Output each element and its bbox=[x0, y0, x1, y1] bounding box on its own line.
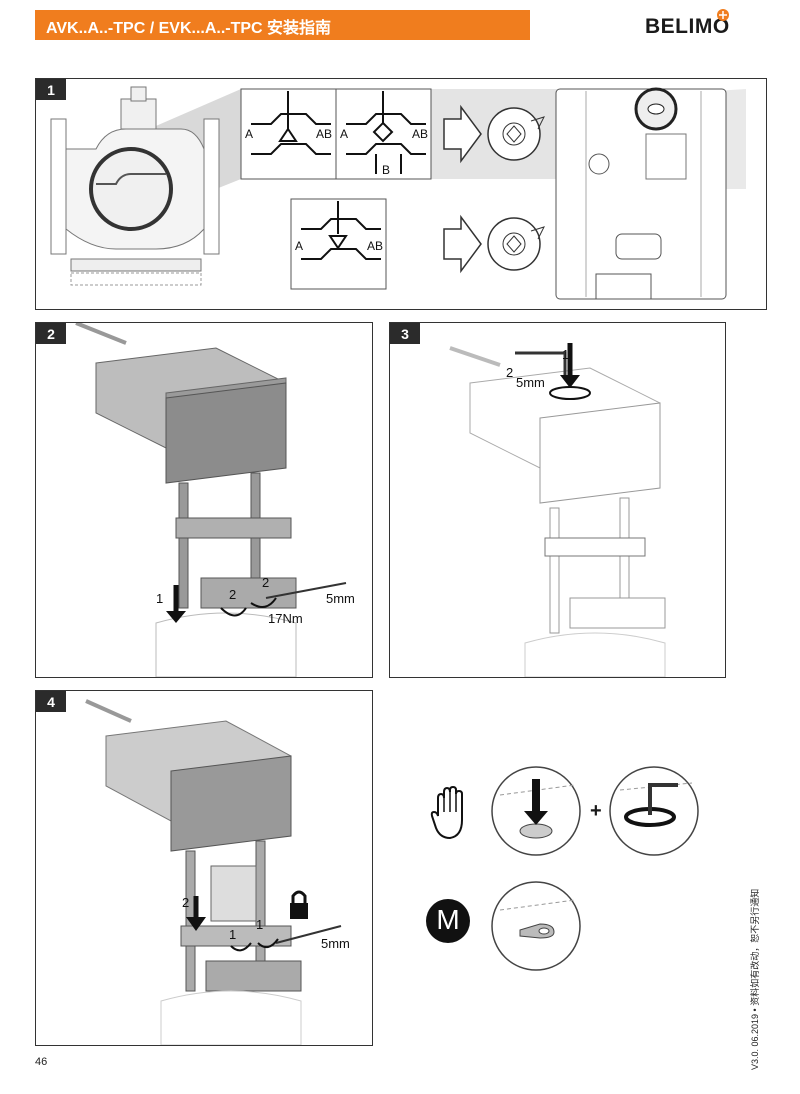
actuator-locking-illustration bbox=[85, 699, 342, 1045]
hand-icon bbox=[430, 786, 463, 840]
wrench-size-label: 5mm bbox=[516, 375, 545, 390]
actuator-mounting-illustration bbox=[75, 323, 347, 677]
port-ab-label: AB bbox=[412, 127, 429, 141]
push-button-detail bbox=[491, 766, 581, 856]
version-notice: V3.0. 06.2019 • 资料如有改动，恕不另行通知 bbox=[750, 888, 760, 1070]
step-marker-label: 1 bbox=[256, 917, 264, 932]
step-marker-label: 1 bbox=[562, 347, 570, 362]
port-a-label: A bbox=[295, 239, 304, 253]
step-marker-label: 2 bbox=[506, 365, 514, 380]
page-number: 46 bbox=[35, 1056, 48, 1068]
step-number-badge: 3 bbox=[390, 323, 420, 344]
released-button-detail bbox=[491, 881, 581, 971]
panel-step-2: 2 1 2 2 17Nm 5mm bbox=[35, 322, 373, 678]
port-b-label: B bbox=[382, 163, 391, 177]
step-marker-label: 2 bbox=[182, 895, 190, 910]
page-title: AVK..A..-TPC / EVK...A..-TPC 安装指南 bbox=[46, 20, 332, 37]
manual-mode-m-label: M bbox=[436, 904, 460, 935]
port-ab-label: AB bbox=[367, 239, 384, 253]
port-a-label: A bbox=[340, 127, 349, 141]
hex-key-rotate-detail bbox=[609, 766, 699, 856]
brand-logo: BELIMO bbox=[645, 15, 730, 38]
panel-step-1: 1 A AB A AB B A AB bbox=[35, 78, 767, 310]
manual-mode-m-icon bbox=[426, 899, 470, 943]
panel-step-3: 3 1 2 5mm bbox=[389, 322, 726, 678]
valve-variant-diagram bbox=[50, 86, 746, 300]
manual-override-illustration bbox=[449, 343, 666, 677]
step-number-badge: 4 bbox=[36, 691, 66, 712]
header-bar bbox=[35, 10, 530, 40]
step-marker-label: 1 bbox=[229, 927, 237, 942]
logo-mark-icon bbox=[717, 9, 729, 21]
wrench-size-label: 5mm bbox=[326, 591, 355, 606]
step-number-badge: 1 bbox=[36, 79, 66, 100]
step-marker-label: 2 bbox=[229, 587, 237, 602]
plus-sign: + bbox=[590, 800, 602, 822]
port-a-label: A bbox=[245, 127, 254, 141]
wrench-size-label: 5mm bbox=[321, 936, 350, 951]
torque-label: 17Nm bbox=[268, 611, 303, 626]
step-number-badge: 2 bbox=[36, 323, 66, 344]
panel-step-4: 4 2 1 1 5mm bbox=[35, 690, 373, 1046]
step-marker-label: 1 bbox=[156, 591, 164, 606]
port-ab-label: AB bbox=[316, 127, 333, 141]
step-marker-label: 2 bbox=[262, 575, 270, 590]
